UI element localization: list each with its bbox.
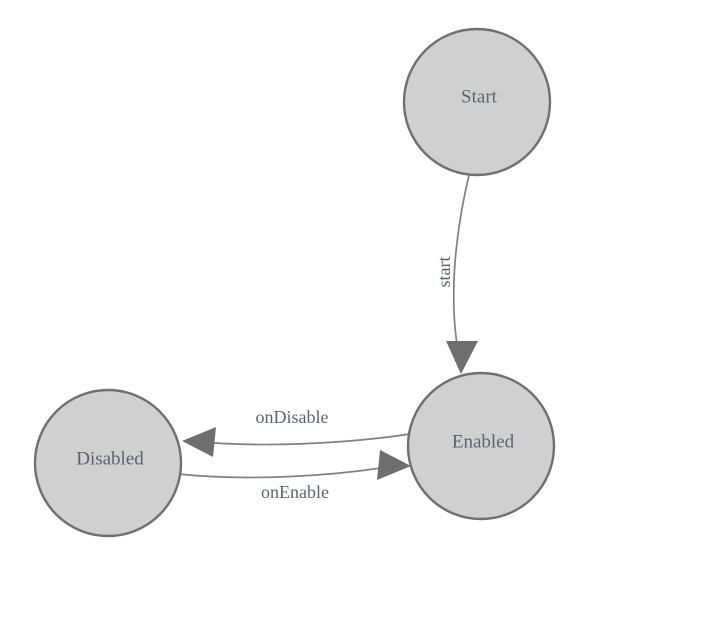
- edge-enabled-to-disabled[interactable]: onDisable: [182, 407, 411, 457]
- node-disabled[interactable]: Disabled: [33, 388, 183, 538]
- edge-disabled-to-enabled-arrowhead: [377, 450, 411, 480]
- edge-label-start: start: [434, 257, 454, 288]
- edge-enabled-to-disabled-arrowhead: [182, 427, 216, 457]
- node-start-circle: [402, 27, 552, 177]
- edge-disabled-to-enabled-path: [177, 464, 401, 479]
- node-disabled-circle: [33, 388, 183, 538]
- node-enabled-label: Enabled: [452, 431, 515, 452]
- node-start[interactable]: Start: [402, 27, 552, 177]
- node-start-label: Start: [461, 86, 498, 107]
- edge-disabled-to-enabled[interactable]: onEnable: [177, 450, 411, 502]
- edge-label-onenable: onEnable: [261, 482, 329, 502]
- edge-enabled-to-disabled-path: [191, 433, 411, 446]
- node-disabled-label: Disabled: [76, 448, 144, 469]
- edge-start-to-enabled-arrowhead: [446, 341, 478, 374]
- edge-label-ondisable: onDisable: [256, 407, 329, 427]
- node-enabled[interactable]: Enabled: [406, 371, 556, 521]
- node-enabled-circle: [406, 371, 556, 521]
- edge-start-to-enabled-path: [452, 174, 470, 367]
- edge-start-to-enabled[interactable]: start: [434, 174, 478, 374]
